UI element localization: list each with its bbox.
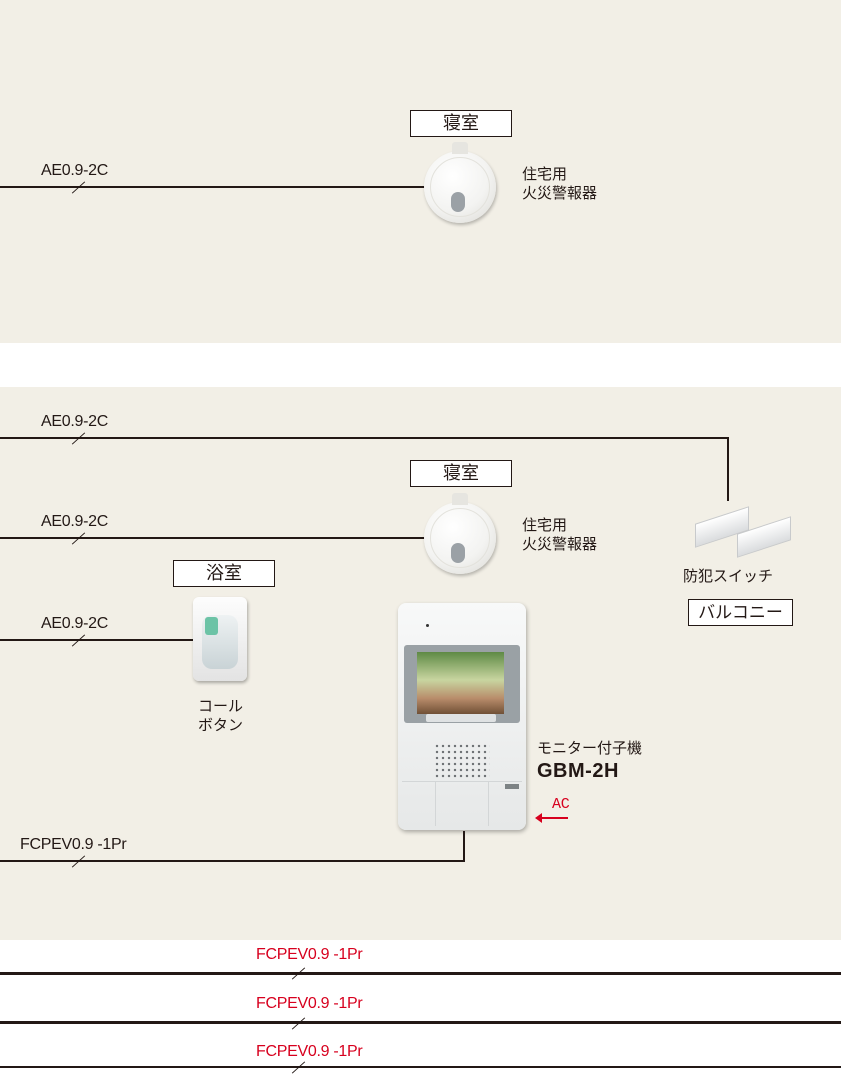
ac-label: AC [552, 796, 570, 813]
ac-arrow-icon [535, 813, 568, 823]
smoke-detector-icon [424, 142, 496, 223]
room-label-bath: 浴室 [173, 560, 275, 587]
trunk-label-2: FCPEV0.9 -1Pr [256, 995, 363, 1012]
room-label-bedroom: 寝室 [410, 460, 512, 487]
trunk-label-1: FCPEV0.9 -1Pr [256, 946, 363, 963]
monitor-desc: モニター付子機 [537, 740, 643, 757]
detector-desc: 住宅用 火災警報器 [522, 517, 598, 553]
trunk-line-3 [0, 1066, 841, 1068]
wire-monitor [0, 860, 465, 862]
room-label-bedroom-top: 寝室 [410, 110, 512, 137]
switch-desc: 防犯スイッチ [683, 568, 774, 585]
call-button-icon [193, 597, 247, 681]
trunk-label-3: FCPEV0.9 -1Pr [256, 1043, 363, 1060]
wire-top [0, 186, 428, 188]
trunk-line-2 [0, 1021, 841, 1024]
trunk-line-1 [0, 972, 841, 975]
wire-label-4: FCPEV0.9 -1Pr [20, 836, 127, 853]
wire-label-3: AE0.9-2C [41, 615, 108, 632]
room-label-balcony: バルコニー [688, 599, 793, 626]
monitor-handset-icon [398, 603, 526, 830]
wire-monitor-rise [463, 831, 465, 861]
top-room-panel [0, 0, 841, 343]
wire-detector [0, 537, 428, 539]
monitor-model: GBM-2H [537, 760, 619, 782]
detector-desc-top: 住宅用 火災警報器 [522, 166, 598, 202]
wire-label-top: AE0.9-2C [41, 162, 108, 179]
wire-call-button [0, 639, 196, 641]
wire-label-2: AE0.9-2C [41, 513, 108, 530]
wire-label-1: AE0.9-2C [41, 413, 108, 430]
call-button-desc: コール ボタン [198, 698, 244, 734]
smoke-detector-icon [424, 493, 496, 574]
wire-switch-drop [727, 437, 729, 501]
wire-switch [0, 437, 728, 439]
